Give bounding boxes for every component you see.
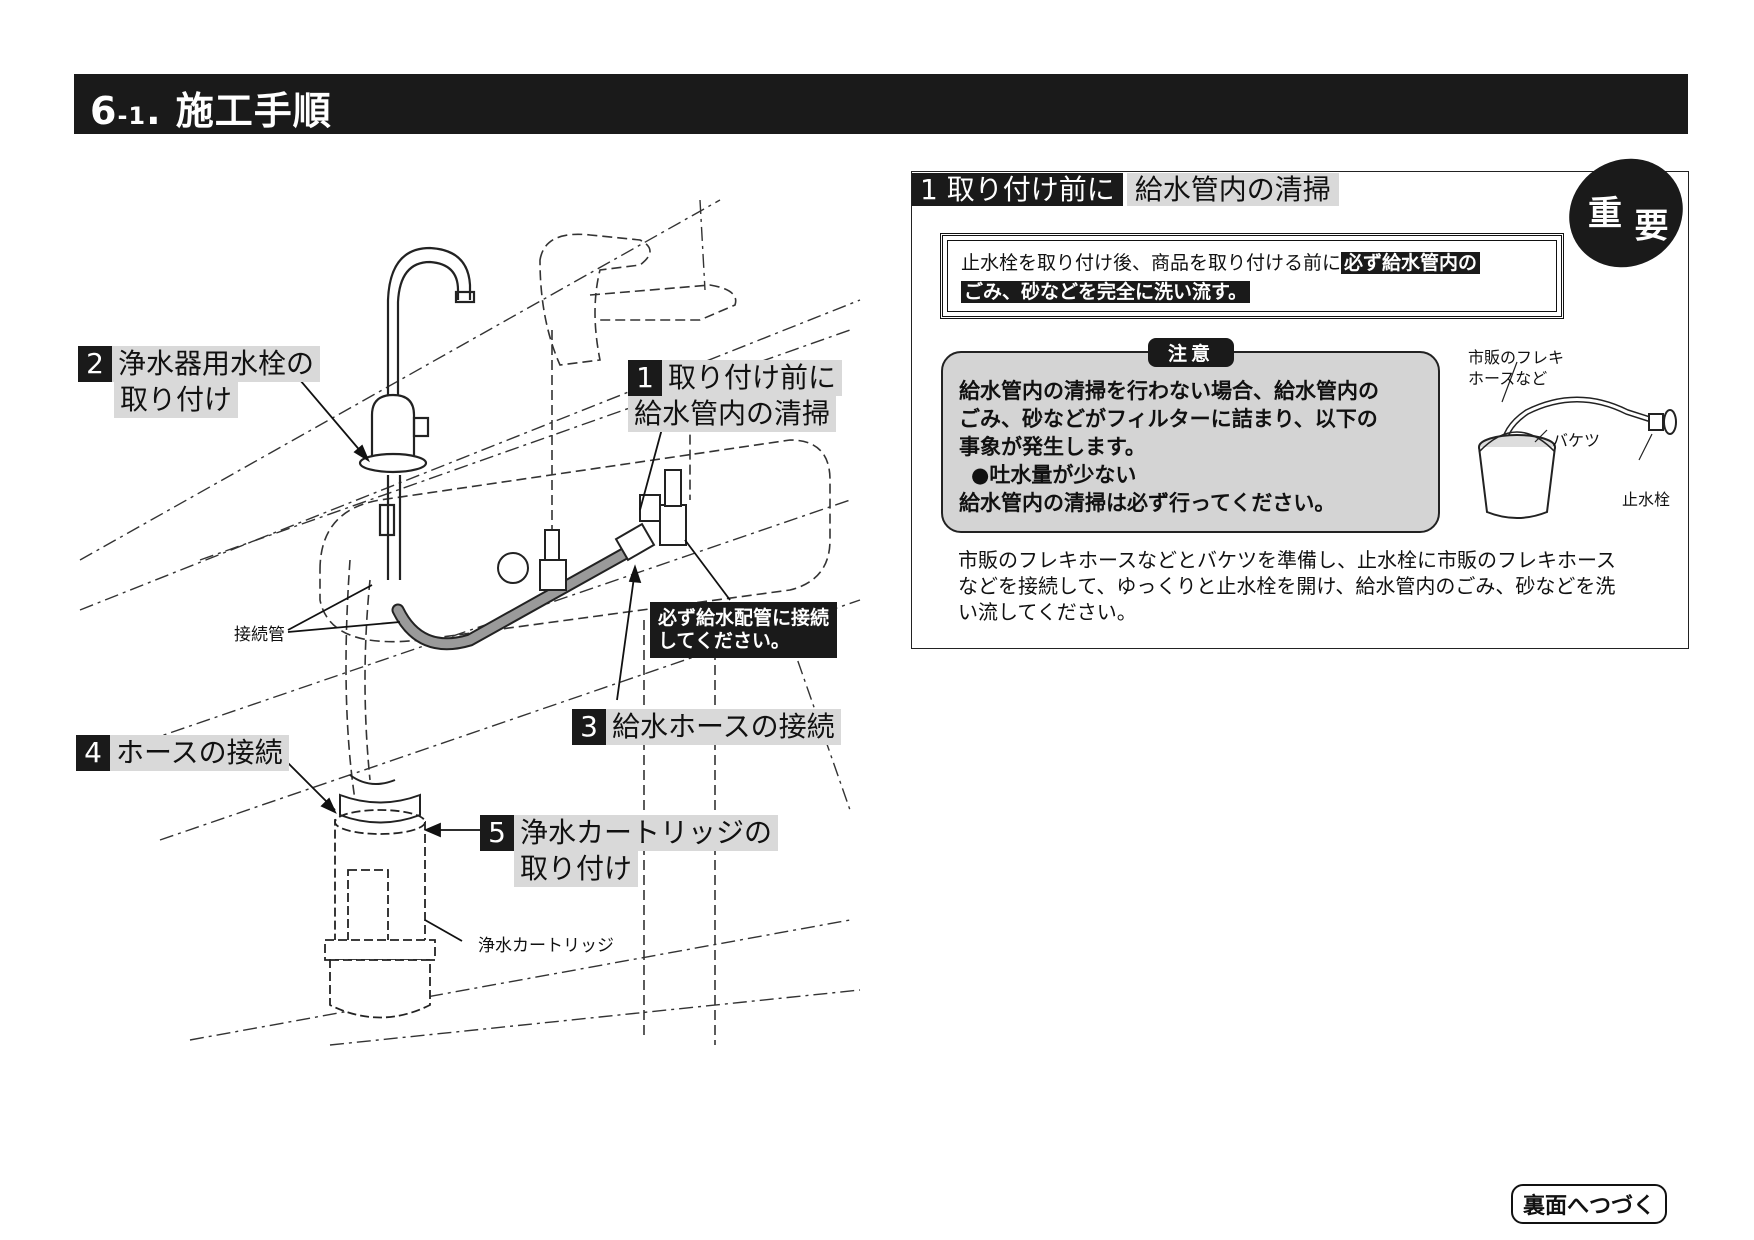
section-title: 6-1. 施工手順 xyxy=(90,89,332,133)
step5-label-line2: 取り付け xyxy=(514,851,639,887)
cleaning-panel: 1 取り付け前に給水管内の清掃 重 要 止水栓を取り付け後、商品を取り付ける前に… xyxy=(911,138,1703,649)
cartridge-label: 浄水カートリッジ xyxy=(478,936,614,956)
bucket-illustration xyxy=(1478,361,1677,519)
important-box: 止水栓を取り付け後、商品を取り付ける前に必ず給水管内の ごみ、砂などを完全に洗い… xyxy=(940,233,1564,319)
caution-title: 注意 xyxy=(1148,338,1235,367)
warning-box: 必ず給水配管に接続してください。 xyxy=(650,602,838,658)
step1-label-line2: 給水管内の清掃 xyxy=(628,396,837,432)
panel-heading: 1 取り付け前に給水管内の清掃 xyxy=(912,172,1339,208)
section-title-bar: 6-1. 施工手順 xyxy=(74,74,1688,134)
caution-box: 注意 給水管内の清掃を行わない場合、給水管内の ごみ、砂などがフィルターに詰まり… xyxy=(941,338,1440,533)
connector-label: 接続管 xyxy=(234,625,285,645)
step2-label-line2: 取り付け xyxy=(114,382,239,418)
continue-label: 裏面へつづく xyxy=(1511,1184,1668,1224)
